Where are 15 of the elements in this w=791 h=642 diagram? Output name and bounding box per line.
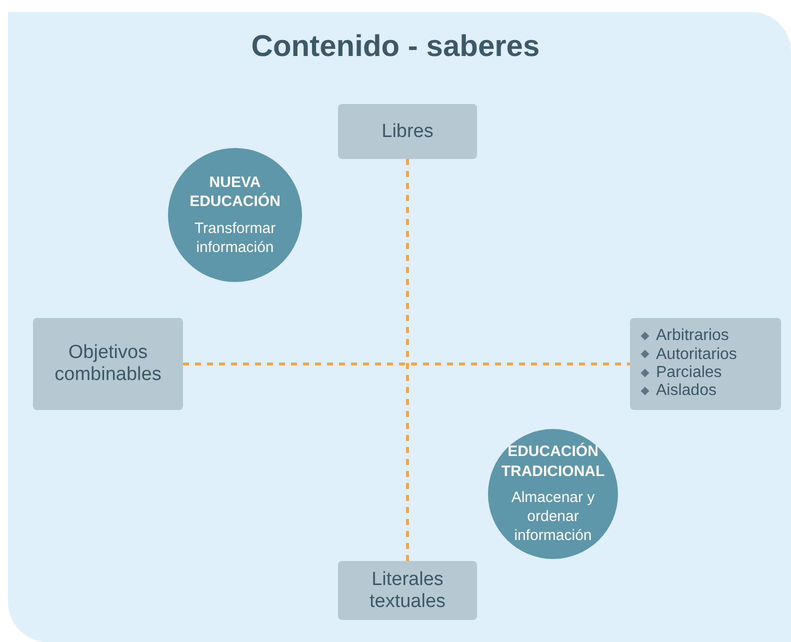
list-item: Autoritarios: [642, 346, 737, 364]
list-item: Parciales: [642, 364, 722, 382]
label-box: Objetivos combinables: [33, 318, 183, 410]
circle-heading: NUEVA EDUCACIÓN: [188, 172, 282, 212]
list-item: Aislados: [642, 382, 716, 401]
circle-heading: EDUCACIÓN TRADICIONAL: [500, 442, 606, 482]
label-box: Libres: [338, 104, 477, 159]
diagram-title: Contenido - saberes: [250, 30, 541, 64]
dashed-connector: [183, 362, 630, 366]
dashed-connector: [406, 159, 409, 561]
list-item: Arbitrarios: [642, 327, 729, 346]
circle-text: Almacenar y ordenar información: [510, 489, 596, 546]
circle-text: Transformar información: [193, 220, 277, 258]
label-box: Literales textuales: [338, 561, 477, 620]
list-box: [630, 318, 781, 410]
